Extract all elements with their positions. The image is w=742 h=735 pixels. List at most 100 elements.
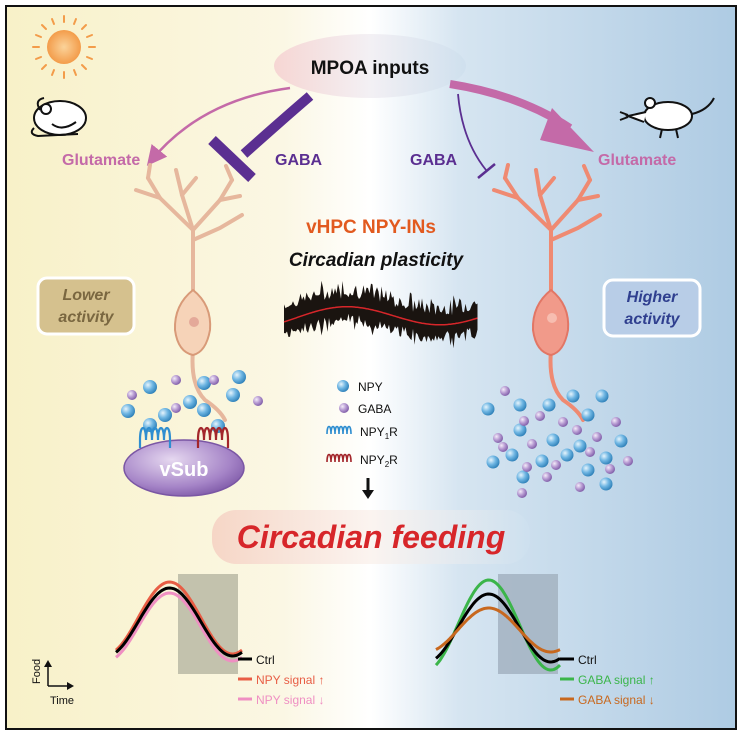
gaba-particle — [127, 390, 137, 400]
sleeping-mouse-icon — [30, 97, 87, 138]
lower-activity-line2: activity — [58, 309, 114, 326]
gaba-particle — [209, 375, 219, 385]
higher-activity-box — [602, 278, 702, 338]
background-panel — [5, 5, 737, 730]
gaba-particle — [611, 417, 621, 427]
mpoa-inputs-bubble — [274, 34, 466, 98]
right-gaba-label: GABA — [410, 152, 458, 169]
legend-right-gaba-down: GABA signal ↓ — [578, 693, 655, 707]
right-feeding-curves — [434, 578, 562, 672]
npy-particle — [486, 455, 500, 469]
npy-particle — [183, 395, 197, 409]
center-subtitle: Circadian plasticity — [289, 250, 465, 271]
circadian-feeding-title: Circadian feeding — [237, 519, 506, 555]
npy2-receptor-icon — [196, 426, 230, 448]
gaba-particle — [500, 386, 510, 396]
curve-npy-down — [115, 591, 243, 663]
right-neuron — [492, 163, 602, 422]
npy-particle — [232, 370, 246, 384]
npy1r-legend-icon — [326, 425, 352, 435]
left-gaba-inhibition — [240, 92, 314, 158]
food-time-axes — [44, 660, 74, 690]
npy-particle — [566, 389, 580, 403]
gaba-particle — [558, 417, 568, 427]
npy-particle — [505, 448, 519, 462]
gaba-particle — [623, 456, 633, 466]
gaba-particle — [551, 460, 561, 470]
mpoa-inputs-label: MPOA inputs — [311, 58, 430, 79]
npy-particle — [226, 388, 240, 402]
gaba-particle — [519, 416, 529, 426]
circadian-trace — [283, 280, 478, 349]
right-glutamate-label: Glutamate — [598, 152, 676, 169]
legend-left-npy-up: NPY signal ↑ — [256, 673, 324, 687]
npy-particle — [535, 454, 549, 468]
left-gaba-label: GABA — [275, 152, 323, 169]
lower-activity-line1: Lower — [62, 287, 110, 304]
gaba-particle — [517, 488, 527, 498]
gaba-particle — [592, 432, 602, 442]
legend-left-npy-down: NPY signal ↓ — [256, 693, 324, 707]
npy-particle — [513, 398, 527, 412]
right-glutamate-arrowhead — [540, 108, 594, 152]
gaba-particle — [171, 403, 181, 413]
lower-activity-box — [36, 276, 136, 336]
right-chart-shade — [498, 574, 558, 674]
npy2r-legend-icon — [326, 453, 352, 463]
left-gaba-bar — [208, 136, 256, 182]
npy-particle — [599, 477, 613, 491]
higher-activity-line1: Higher — [627, 289, 678, 306]
npy1-receptor-icon — [138, 426, 172, 448]
gaba-particle — [527, 439, 537, 449]
curve-ctrl-left — [115, 586, 243, 658]
npy-particle — [197, 376, 211, 390]
curve-gaba-down — [435, 606, 561, 654]
gaba-particle — [575, 482, 585, 492]
legend-right-gaba-up: GABA signal ↑ — [578, 673, 655, 687]
npy-particle — [197, 403, 211, 417]
gaba-particle — [171, 375, 181, 385]
left-neuron-nucleus — [189, 317, 199, 327]
right-gaba-inhibition — [457, 93, 487, 171]
axis-y-label: Food — [31, 659, 43, 684]
npy-particle — [121, 404, 135, 418]
npy-particle — [158, 408, 172, 422]
curve-npy-up — [114, 580, 243, 656]
npy-particle — [560, 448, 574, 462]
gaba-particle — [493, 433, 503, 443]
npy-particle — [573, 439, 587, 453]
gaba-particle — [605, 464, 615, 474]
npy-particle — [143, 380, 157, 394]
right-gaba-bar — [477, 163, 496, 179]
right-neuron-nucleus — [547, 313, 557, 323]
npy-particle — [595, 389, 609, 403]
npy2r-legend-label: NPY2R — [360, 453, 398, 469]
gaba-particle — [535, 411, 545, 421]
gaba-particle — [498, 442, 508, 452]
npy-particle — [599, 451, 613, 465]
npy-particle — [614, 434, 628, 448]
vsub-region — [123, 439, 245, 497]
higher-activity-line2: activity — [624, 311, 680, 328]
npy-particle — [516, 470, 530, 484]
legend-right-ctrl: Ctrl — [578, 653, 597, 667]
left-glutamate-label: Glutamate — [62, 152, 140, 169]
left-chart-shade — [178, 574, 238, 674]
right-particles — [481, 386, 633, 498]
npy-particle — [542, 398, 556, 412]
circadian-feeding-banner — [212, 510, 530, 564]
sun-icon — [32, 15, 96, 79]
gaba-legend-label: GABA — [358, 402, 391, 416]
gaba-particle — [585, 447, 595, 457]
npy-legend-icon — [337, 380, 349, 392]
left-neuron — [134, 163, 244, 422]
gaba-particle — [522, 462, 532, 472]
gaba-particle — [572, 425, 582, 435]
awake-mouse-icon — [619, 97, 715, 139]
npy-particle — [581, 463, 595, 477]
vsub-label: vSub — [160, 459, 209, 481]
left-glutamate-arrow — [146, 86, 291, 166]
npy-particle — [513, 423, 527, 437]
gaba-particle — [253, 396, 263, 406]
